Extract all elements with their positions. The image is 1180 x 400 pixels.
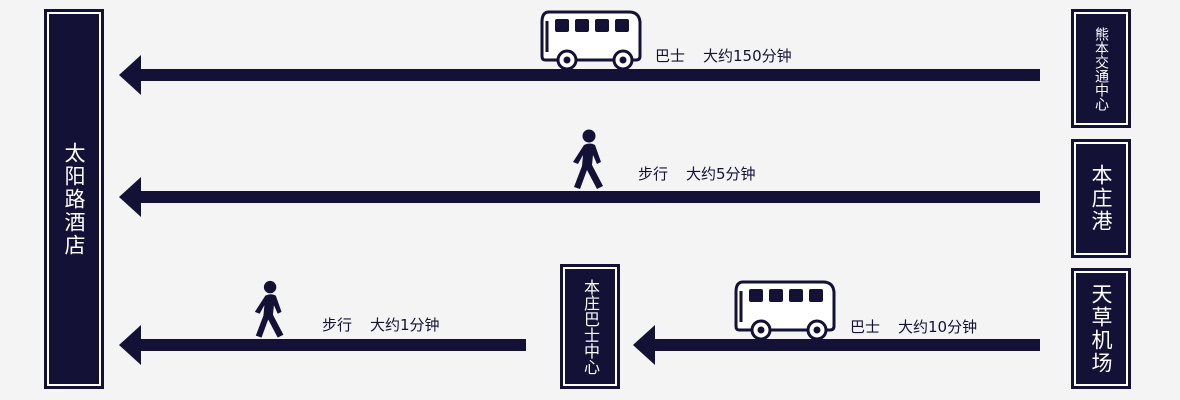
route-label-transfer-to-hotel: 步行大约1分钟 [322, 314, 440, 335]
route-arrow-hondo-port [140, 191, 1040, 203]
amakusa-airport-label: 天草机场 [1089, 282, 1113, 375]
arrow-head-icon [119, 177, 141, 217]
kumamoto-box: 熊本交通中心 [1071, 9, 1131, 128]
duration-label: 大约150分钟 [703, 47, 792, 65]
kumamoto-label: 熊本交通中心 [1093, 26, 1109, 111]
amakusa-airport-box: 天草机场 [1071, 268, 1131, 389]
hondo-port-box: 本庄港 [1071, 139, 1131, 258]
route-label-airport-to-transfer: 巴士大约10分钟 [850, 316, 977, 337]
hondo-port-label: 本庄港 [1089, 164, 1113, 233]
hotel-box: 太阳路酒店 [44, 9, 104, 389]
transfer-box: 本庄巴士中心 [560, 264, 620, 389]
arrow-head-icon [119, 325, 141, 365]
duration-label: 大约10分钟 [898, 318, 978, 336]
mode-label: 步行 [638, 165, 669, 183]
route-arrow-kumamoto [140, 69, 1040, 81]
duration-label: 大约5分钟 [686, 165, 756, 183]
route-label-hondo-port: 步行大约5分钟 [638, 163, 756, 184]
bus-icon [540, 10, 642, 71]
transfer-label: 本庄巴士中心 [581, 278, 600, 375]
duration-label: 大约1分钟 [370, 316, 440, 334]
arrow-head-icon [119, 55, 141, 95]
walker-icon [573, 129, 603, 189]
walker-icon [254, 280, 284, 338]
arrow-head-icon [633, 325, 655, 365]
mode-label: 巴士 [655, 47, 686, 65]
bus-icon [734, 280, 836, 341]
mode-label: 步行 [322, 316, 353, 334]
route-arrow-transfer-to-hotel [140, 339, 526, 351]
mode-label: 巴士 [850, 318, 881, 336]
route-label-kumamoto: 巴士大约150分钟 [655, 45, 792, 66]
hotel-label: 太阳路酒店 [62, 141, 86, 257]
route-arrow-airport-to-transfer [654, 339, 1040, 351]
